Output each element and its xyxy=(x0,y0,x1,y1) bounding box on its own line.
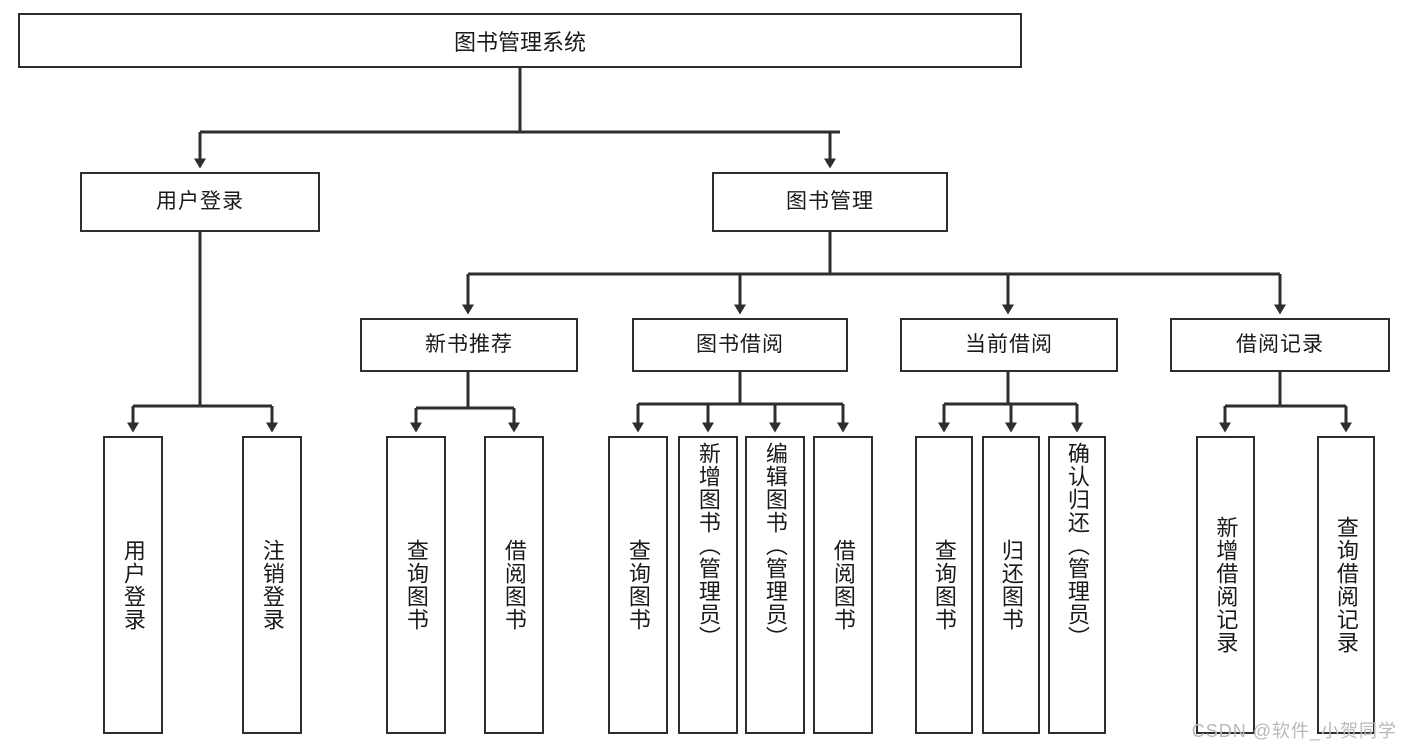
node-user-login-label: 用户登录 xyxy=(156,190,244,214)
node-borrow-record-label: 借阅记录 xyxy=(1236,333,1324,357)
leaf-query-book-current-label: 查询图书 xyxy=(931,539,957,631)
leaf-edit-book-admin-label: 编辑图书（管理员） xyxy=(762,442,788,649)
leaf-borrow-book-label: 借阅图书 xyxy=(830,539,856,631)
edges-level2-to-level3 xyxy=(462,232,1286,315)
node-borrow-record[interactable]: 借阅记录 xyxy=(1170,318,1390,372)
leaf-query-book-current[interactable]: 查询图书 xyxy=(915,436,973,734)
leaf-add-borrow-record-label: 新增借阅记录 xyxy=(1213,516,1239,654)
leaf-edit-book-admin[interactable]: 编辑图书（管理员） xyxy=(745,436,805,734)
leaf-add-borrow-record[interactable]: 新增借阅记录 xyxy=(1196,436,1255,734)
node-book-management-label: 图书管理 xyxy=(786,190,874,214)
leaf-borrow-book-recommend[interactable]: 借阅图书 xyxy=(484,436,544,734)
node-book-borrow-label: 图书借阅 xyxy=(696,333,784,357)
edges-login-to-leaves xyxy=(127,232,278,433)
node-new-book-recommend[interactable]: 新书推荐 xyxy=(360,318,578,372)
node-root-system[interactable]: 图书管理系统 xyxy=(18,13,1022,68)
leaf-logout[interactable]: 注销登录 xyxy=(242,436,302,734)
node-book-borrow[interactable]: 图书借阅 xyxy=(632,318,848,372)
node-current-borrow[interactable]: 当前借阅 xyxy=(900,318,1118,372)
leaf-borrow-book-recommend-label: 借阅图书 xyxy=(501,539,527,631)
node-root-label: 图书管理系统 xyxy=(453,29,586,55)
edges-record-to-leaves xyxy=(1219,372,1352,433)
edges-root-to-level2 xyxy=(194,68,840,169)
edges-newbook-to-leaves xyxy=(410,372,520,433)
leaf-query-book-recommend-label: 查询图书 xyxy=(403,539,429,631)
leaf-confirm-return-admin[interactable]: 确认归还（管理员） xyxy=(1048,436,1106,734)
leaf-return-book-label: 归还图书 xyxy=(998,539,1024,631)
node-new-book-recommend-label: 新书推荐 xyxy=(425,333,513,357)
leaf-return-book[interactable]: 归还图书 xyxy=(982,436,1040,734)
leaf-borrow-book[interactable]: 借阅图书 xyxy=(813,436,873,734)
edges-current-to-leaves xyxy=(938,372,1083,433)
leaf-logout-label: 注销登录 xyxy=(259,539,285,631)
leaf-query-borrow-record-label: 查询借阅记录 xyxy=(1333,516,1359,654)
leaf-add-book-admin[interactable]: 新增图书（管理员） xyxy=(678,436,738,734)
leaf-user-login-label: 用户登录 xyxy=(120,539,146,631)
node-current-borrow-label: 当前借阅 xyxy=(965,333,1053,357)
leaf-query-borrow-record[interactable]: 查询借阅记录 xyxy=(1317,436,1375,734)
node-book-management[interactable]: 图书管理 xyxy=(712,172,948,232)
leaf-user-login[interactable]: 用户登录 xyxy=(103,436,163,734)
node-user-login[interactable]: 用户登录 xyxy=(80,172,320,232)
leaf-query-book-borrow[interactable]: 查询图书 xyxy=(608,436,668,734)
leaf-add-book-admin-label: 新增图书（管理员） xyxy=(695,442,721,649)
leaf-confirm-return-admin-label: 确认归还（管理员） xyxy=(1064,442,1090,649)
leaf-query-book-recommend[interactable]: 查询图书 xyxy=(386,436,446,734)
leaf-query-book-borrow-label: 查询图书 xyxy=(625,539,651,631)
edges-borrow-to-leaves xyxy=(632,372,849,433)
